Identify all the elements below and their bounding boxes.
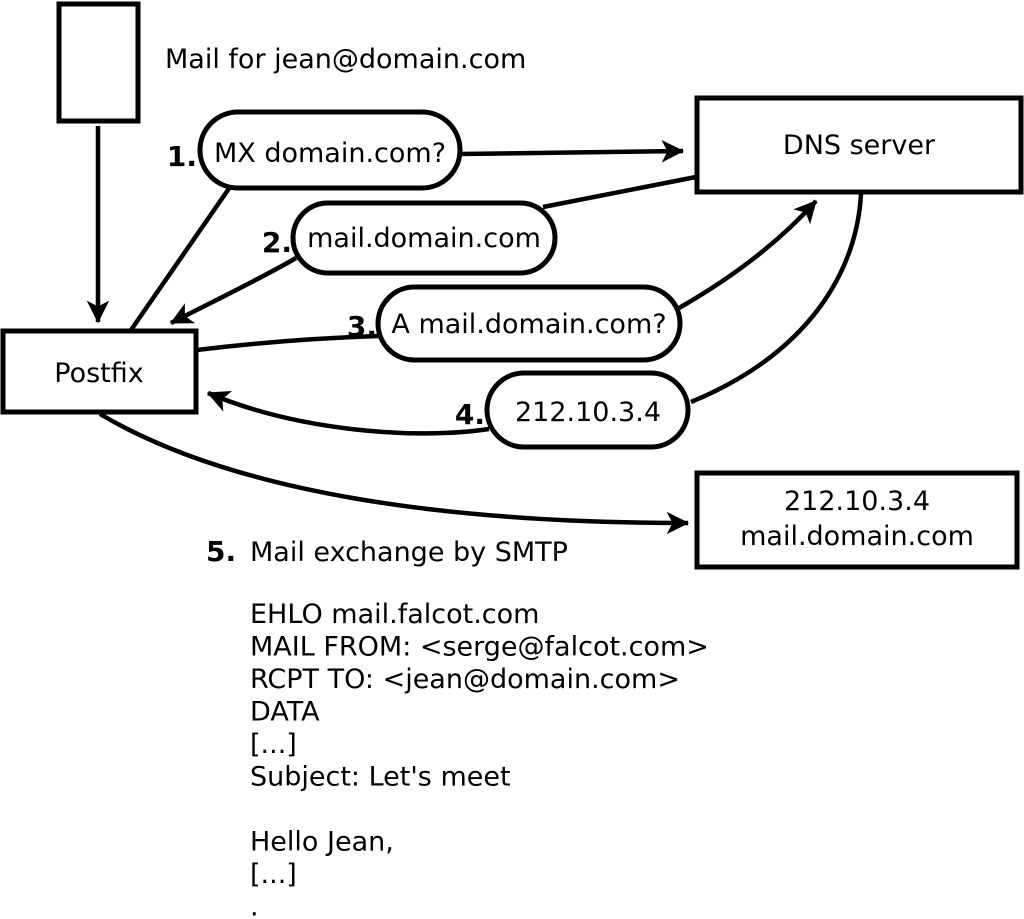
step-query-mx: 1. MX domain.com? (167, 109, 463, 191)
smtp-line-3: RCPT TO: <jean@domain.com> (250, 664, 680, 695)
query-mx-pill (197, 109, 463, 191)
smtp-line-5: [...] (250, 729, 297, 760)
step-3-number: 3. (347, 310, 377, 343)
postfix-box (0, 328, 199, 415)
arrow-postfix-to-mailserver (98, 412, 690, 535)
message-node (56, 1, 141, 124)
mail-server-box (694, 470, 1020, 570)
smtp-line-4: DATA (250, 697, 320, 728)
dns-server-node: DNS server (694, 95, 1024, 195)
query-a-pill (375, 284, 683, 363)
arrow-query-mx-to-dns (459, 140, 685, 163)
step-2-number: 2. (262, 226, 292, 259)
dns-server-box (694, 95, 1024, 195)
answer-a-label: 212.10.3.4 (515, 397, 661, 428)
smtp-exchange-label: Mail exchange by SMTP (250, 537, 568, 568)
answer-a-pill (484, 370, 691, 450)
line-dns-to-answer-mx (542, 174, 697, 210)
step-answer-a: 4. 212.10.3.4 (455, 370, 691, 450)
answer-mx-pill (290, 200, 558, 276)
line-dns-to-answer-a (690, 193, 864, 405)
message-label: Mail for jean@domain.com (165, 44, 526, 75)
step-query-a: 3. A mail.domain.com? (347, 284, 683, 363)
smtp-line-9: [...] (250, 859, 297, 890)
step-smtp-exchange: 5. Mail exchange by SMTP (206, 535, 568, 568)
smtp-line-10: . (250, 892, 259, 919)
smtp-line-1: EHLO mail.falcot.com (250, 599, 539, 630)
answer-mx-label: mail.domain.com (307, 223, 541, 254)
query-a-label: A mail.domain.com? (391, 309, 666, 340)
dns-server-label: DNS server (783, 130, 936, 161)
line-postfix-to-query-a (196, 333, 379, 353)
smtp-line-6: Subject: Let's meet (250, 762, 511, 793)
mail-server-ip: 212.10.3.4 (784, 486, 930, 517)
arrow-answer-a-to-postfix (206, 390, 490, 436)
mail-server-hostname: mail.domain.com (740, 521, 974, 552)
step-4-number: 4. (455, 398, 485, 431)
arrow-answer-mx-to-postfix (169, 256, 298, 326)
step-answer-mx: 2. mail.domain.com (262, 200, 558, 276)
postfix-label: Postfix (54, 358, 143, 389)
line-postfix-to-query-mx (129, 185, 232, 332)
arrow-query-a-to-dns (677, 199, 818, 310)
smtp-line-8: Hello Jean, (250, 827, 394, 858)
step-5-number: 5. (206, 535, 236, 568)
postfix-node: Postfix (0, 328, 199, 415)
query-mx-label: MX domain.com? (214, 138, 446, 169)
smtp-session-transcript: EHLO mail.falcot.com MAIL FROM: <serge@f… (250, 599, 709, 919)
mail-server-node: 212.10.3.4 mail.domain.com (694, 470, 1020, 570)
smtp-line-2: MAIL FROM: <serge@falcot.com> (250, 632, 709, 663)
step-1-number: 1. (167, 140, 197, 173)
